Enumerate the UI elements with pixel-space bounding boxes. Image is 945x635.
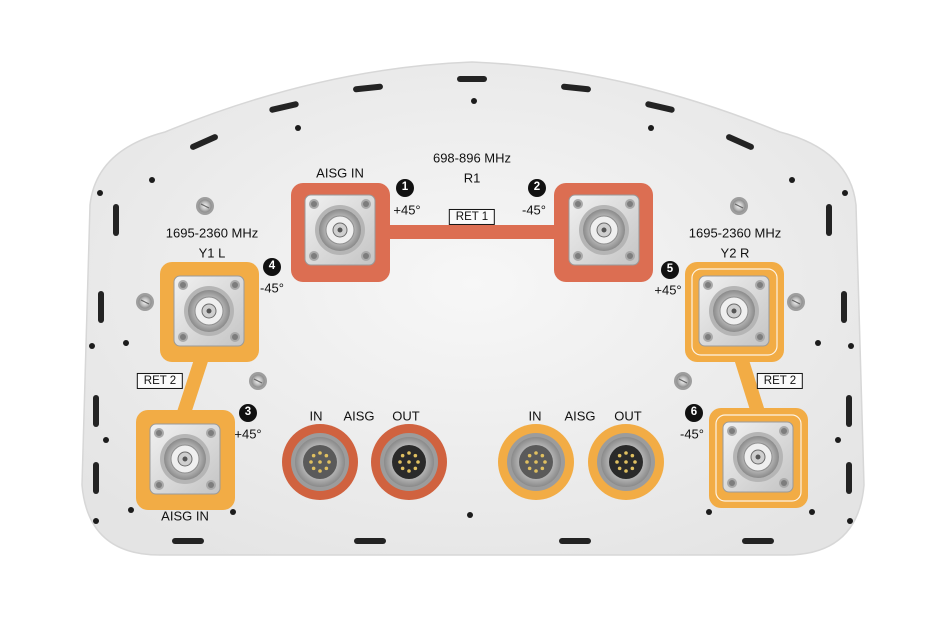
mounting-slot bbox=[98, 291, 104, 323]
mounting-slot bbox=[190, 134, 218, 150]
mounting-slot bbox=[93, 395, 99, 427]
rf-connector bbox=[304, 194, 376, 266]
mounting-slot bbox=[561, 83, 591, 93]
mounting-slot bbox=[113, 204, 119, 236]
port5-polarization: +45° bbox=[654, 282, 682, 298]
rivet-dot bbox=[128, 507, 134, 513]
rivet-dot bbox=[230, 509, 236, 515]
ret2-right-tag: RET 2 bbox=[756, 372, 804, 390]
rivet-dot bbox=[847, 518, 853, 524]
r1-aisg-in-label: AISG IN bbox=[316, 165, 364, 181]
aisg-left-aisg-label: AISG bbox=[343, 408, 375, 424]
port2-polarization: -45° bbox=[522, 202, 546, 218]
rivet-dot bbox=[789, 177, 795, 183]
y2-name-label: Y2 R bbox=[720, 245, 750, 261]
rivet-dot bbox=[295, 125, 301, 131]
rf-connector bbox=[722, 421, 794, 493]
ret2-left-tag: RET 2 bbox=[136, 372, 184, 390]
grounding-screw bbox=[730, 197, 748, 215]
y1-frequency-label: 1695-2360 MHz bbox=[165, 225, 259, 241]
port5-badge: 5 bbox=[661, 261, 679, 279]
mounting-slot bbox=[645, 101, 675, 113]
rivet-dot bbox=[149, 177, 155, 183]
aisg-right-in-label: IN bbox=[528, 408, 542, 424]
r1-name-label: R1 bbox=[463, 170, 481, 186]
rivet-dot bbox=[815, 340, 821, 346]
rivet-dot bbox=[809, 509, 815, 515]
mounting-slot bbox=[457, 76, 487, 82]
r1-frequency-label: 698-896 MHz bbox=[432, 150, 512, 166]
mounting-slot bbox=[353, 83, 383, 93]
ret1-tag: RET 1 bbox=[448, 208, 496, 226]
mounting-slot bbox=[354, 538, 386, 544]
rivet-dot bbox=[467, 512, 473, 518]
mounting-slot bbox=[93, 462, 99, 494]
rivet-dot bbox=[835, 437, 841, 443]
mounting-slot bbox=[742, 538, 774, 544]
rf-connector bbox=[149, 423, 221, 495]
rivet-dot bbox=[89, 343, 95, 349]
mounting-slot bbox=[726, 134, 754, 150]
y1-name-label: Y1 L bbox=[198, 245, 226, 261]
port1-polarization: +45° bbox=[393, 202, 421, 218]
port3-polarization: +45° bbox=[234, 426, 262, 442]
aisg-right-aisg-label: AISG bbox=[564, 408, 596, 424]
mounting-slot bbox=[846, 462, 852, 494]
rivet-dot bbox=[842, 190, 848, 196]
aisg-connector bbox=[380, 433, 438, 491]
rf-connector bbox=[698, 275, 770, 347]
mounting-slot bbox=[846, 395, 852, 427]
mounting-slot bbox=[826, 204, 832, 236]
aisg-connector bbox=[291, 433, 349, 491]
rivet-dot bbox=[648, 125, 654, 131]
aisg-connector bbox=[597, 433, 655, 491]
rivet-dot bbox=[848, 343, 854, 349]
plate-outline bbox=[81, 61, 865, 556]
ret1-link bbox=[380, 225, 565, 239]
rf-connector bbox=[173, 275, 245, 347]
aisg-connector bbox=[507, 433, 565, 491]
rivet-dot bbox=[97, 190, 103, 196]
y1-aisg-in-label: AISG IN bbox=[161, 508, 209, 524]
mounting-slot bbox=[269, 101, 299, 113]
aisg-right-out-label: OUT bbox=[614, 408, 642, 424]
port6-polarization: -45° bbox=[680, 426, 704, 442]
port6-badge: 6 bbox=[685, 404, 703, 422]
rivet-dot bbox=[93, 518, 99, 524]
grounding-screw bbox=[249, 372, 267, 390]
rivet-dot bbox=[471, 98, 477, 104]
grounding-screw bbox=[196, 197, 214, 215]
rivet-dot bbox=[123, 340, 129, 346]
y2-frequency-label: 1695-2360 MHz bbox=[688, 225, 782, 241]
grounding-screw bbox=[787, 293, 805, 311]
mounting-slot bbox=[172, 538, 204, 544]
mounting-slot bbox=[841, 291, 847, 323]
port2-badge: 2 bbox=[528, 179, 546, 197]
port4-polarization: -45° bbox=[260, 280, 284, 296]
grounding-screw bbox=[674, 372, 692, 390]
rf-connector bbox=[568, 194, 640, 266]
port3-badge: 3 bbox=[239, 404, 257, 422]
aisg-left-in-label: IN bbox=[309, 408, 323, 424]
port4-badge: 4 bbox=[263, 258, 281, 276]
rivet-dot bbox=[706, 509, 712, 515]
rivet-dot bbox=[103, 437, 109, 443]
port1-badge: 1 bbox=[396, 179, 414, 197]
mounting-slot bbox=[559, 538, 591, 544]
grounding-screw bbox=[136, 293, 154, 311]
aisg-left-out-label: OUT bbox=[392, 408, 420, 424]
